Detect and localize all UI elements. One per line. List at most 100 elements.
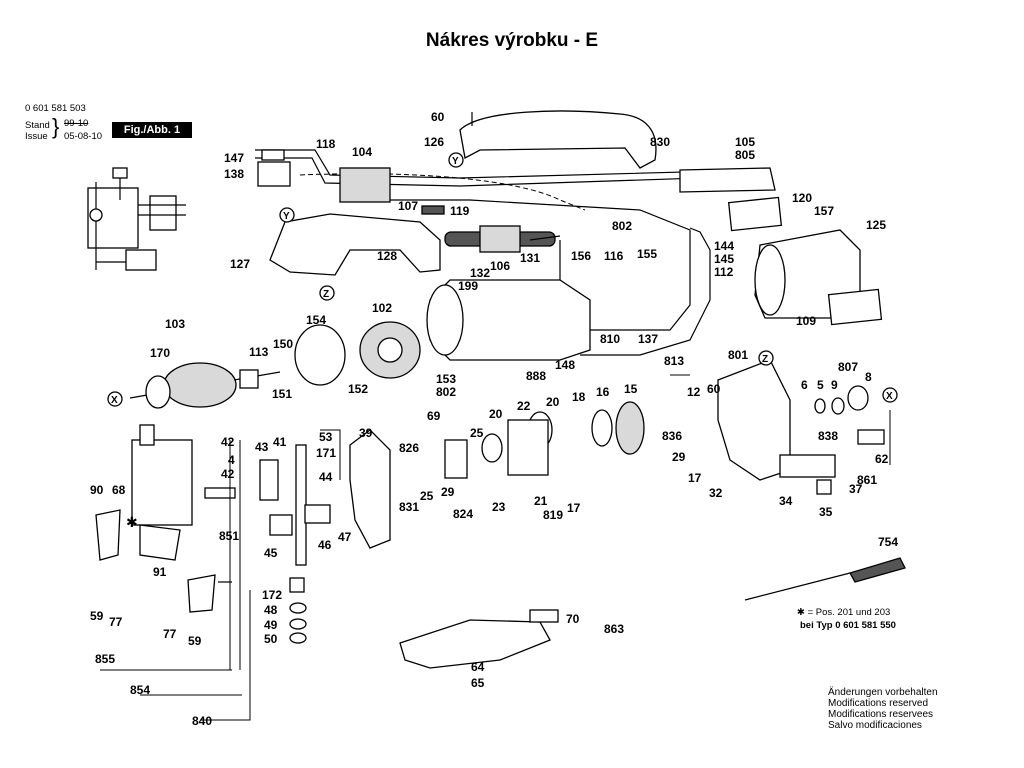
bush-172 (289, 577, 305, 593)
washer-50 (289, 632, 307, 644)
cable-end-105 (679, 167, 776, 193)
guide-43 (259, 459, 279, 501)
ring-6 (831, 397, 845, 415)
callout: 113 (249, 345, 269, 359)
callout: 23 (492, 500, 506, 514)
part-number: 0 601 581 503 (25, 103, 86, 114)
marker: X (111, 395, 118, 406)
screwdriver-754 (744, 557, 906, 601)
callout: 49 (264, 618, 278, 632)
guide-45 (269, 514, 293, 536)
ring-5 (814, 398, 826, 414)
callout: 39 (359, 426, 373, 440)
marker: X (886, 391, 893, 402)
footer-line: Modifications reserved (828, 698, 929, 709)
callout: 118 (316, 137, 336, 151)
callout: 25 (470, 426, 484, 440)
issue-label: Issue (25, 131, 48, 142)
callout: 137 (638, 332, 658, 346)
callout: 59 (188, 634, 202, 648)
callout: 131 (520, 251, 540, 265)
gear-case-left (131, 424, 193, 561)
washer-49 (289, 618, 307, 630)
header-brace: } (52, 114, 60, 139)
issue-date: 05-08-10 (64, 131, 103, 142)
callout: 807 (838, 360, 858, 374)
gear-housing-801 (717, 359, 791, 481)
plate-109 (827, 288, 883, 326)
armature-170 (129, 362, 281, 409)
callout: 138 (224, 167, 244, 181)
plate-22 (507, 419, 549, 476)
callout: 48 (264, 603, 278, 617)
callout: 125 (866, 218, 886, 232)
callout: 854 (130, 683, 150, 697)
callout: 851 (219, 529, 239, 543)
callout: 53 (319, 430, 333, 444)
ring-20b (481, 433, 503, 463)
callout: 5 (817, 378, 824, 392)
callout: 60 (431, 110, 445, 124)
callout: 9 (831, 378, 838, 392)
plate-120 (727, 196, 783, 232)
callout: 68 (112, 483, 126, 497)
callout: 91 (153, 565, 167, 579)
brush-851 (204, 487, 236, 499)
callout: 132 (470, 266, 490, 280)
callout-labels: 60 126 830 105 805 118 104 147 138 107 1… (90, 110, 898, 728)
cable-131 (529, 235, 561, 241)
part-62 (857, 429, 885, 445)
callout: 4 (228, 453, 235, 467)
marker: Z (762, 354, 768, 365)
callout: 77 (163, 627, 177, 641)
bracket-824 (444, 439, 468, 479)
callout: 171 (316, 446, 336, 460)
callout: 120 (792, 191, 812, 205)
footer-notice: Änderungen vorbehalten Modifications res… (828, 687, 938, 731)
callout: 42 (221, 467, 235, 481)
callout: 838 (818, 429, 838, 443)
callout: 22 (517, 399, 531, 413)
reference-markers: X Y Z Y Z Z X X (107, 152, 898, 407)
callout: 754 (878, 535, 898, 549)
callout: 29 (672, 450, 686, 464)
callout: 170 (150, 346, 170, 360)
callout: 43 (255, 440, 269, 454)
callout: 21 (534, 494, 548, 508)
callout: 819 (543, 508, 563, 522)
clamp-90 (95, 509, 121, 561)
plate-70 (529, 609, 559, 623)
part-34 (779, 454, 836, 478)
callout: 126 (424, 135, 444, 149)
callout: 34 (779, 494, 793, 508)
stand-date: 99-10 (64, 118, 89, 129)
callout: 41 (273, 435, 287, 449)
callout: 888 (526, 369, 546, 383)
figure-label: Fig./Abb. 1 (112, 122, 192, 138)
wiring-schematic (87, 167, 186, 271)
callout: 863 (604, 622, 624, 636)
callout: 60 (707, 382, 721, 396)
callout: 855 (95, 652, 115, 666)
guide-46 (304, 504, 331, 524)
callout: 144 (714, 239, 734, 253)
gear-16 (591, 409, 613, 447)
callout: 824 (453, 507, 473, 521)
grommet-106 (479, 225, 521, 253)
callout: 116 (604, 249, 624, 263)
handle-grip-127 (269, 213, 441, 276)
callout: 154 (306, 313, 326, 327)
callout: 801 (728, 348, 748, 362)
callout: 20 (546, 395, 560, 409)
stator-bore (377, 337, 403, 363)
callout: 155 (637, 247, 657, 261)
callout: 805 (735, 148, 755, 162)
callout: 45 (264, 546, 278, 560)
callout: 152 (348, 382, 368, 396)
callout: 145 (714, 252, 734, 266)
note-line-2: bei Typ 0 601 581 550 (800, 620, 896, 631)
callout: 50 (264, 632, 278, 646)
callout: 147 (224, 151, 244, 165)
marker: Y (452, 156, 459, 167)
